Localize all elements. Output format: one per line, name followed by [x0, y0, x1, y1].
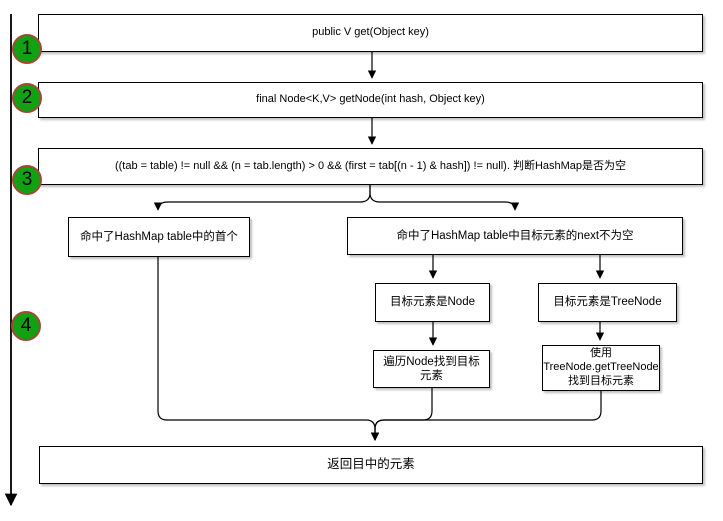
node-hit-first: 命中了HashMap table中的首个 — [68, 217, 250, 257]
node-is-node-label: 目标元素是Node — [390, 296, 475, 309]
node-hit-first-label: 命中了HashMap table中的首个 — [80, 230, 238, 243]
node-return-element-label: 返回目中的元素 — [327, 457, 415, 472]
node-return-element: 返回目中的元素 — [39, 446, 703, 484]
node-null-check: ((tab = table) != null && (n = tab.lengt… — [38, 148, 703, 185]
node-public-get-label: public V get(Object key) — [312, 26, 429, 39]
node-traverse-node-label: 遍历Node找到目标元素 — [383, 355, 480, 382]
node-get-node: final Node<K,V> getNode(int hash, Object… — [38, 82, 703, 118]
node-is-node: 目标元素是Node — [375, 283, 490, 322]
node-treenode-getter: 使用 TreeNode.getTreeNode 找到目标元素 — [542, 345, 660, 391]
node-public-get: public V get(Object key) — [38, 14, 703, 52]
step-badge-4: 4 — [11, 311, 41, 341]
node-treenode-getter-label: 使用 TreeNode.getTreeNode 找到目标元素 — [543, 347, 659, 387]
edge-usetree-to-return — [370, 391, 602, 441]
node-hit-next-label: 命中了HashMap table中目标元素的next不为空 — [396, 229, 634, 242]
edge-check-to-hitfirst — [153, 185, 371, 211]
node-is-treenode-label: 目标元素是TreeNode — [553, 296, 662, 309]
step-badge-3: 3 — [12, 165, 42, 195]
edge-traverse-to-return — [370, 388, 433, 441]
node-hit-next: 命中了HashMap table中目标元素的next不为空 — [347, 217, 683, 255]
step-badge-1: 1 — [12, 34, 42, 64]
node-get-node-label: final Node<K,V> getNode(int hash, Object… — [256, 93, 485, 106]
step-badge-2: 2 — [12, 83, 42, 113]
node-traverse-node: 遍历Node找到目标元素 — [373, 350, 490, 388]
node-null-check-label: ((tab = table) != null && (n = tab.lengt… — [114, 159, 627, 172]
edge-hitfirst-to-return — [157, 257, 380, 441]
node-is-treenode: 目标元素是TreeNode — [538, 283, 677, 322]
edge-check-to-hitnext — [369, 185, 520, 211]
